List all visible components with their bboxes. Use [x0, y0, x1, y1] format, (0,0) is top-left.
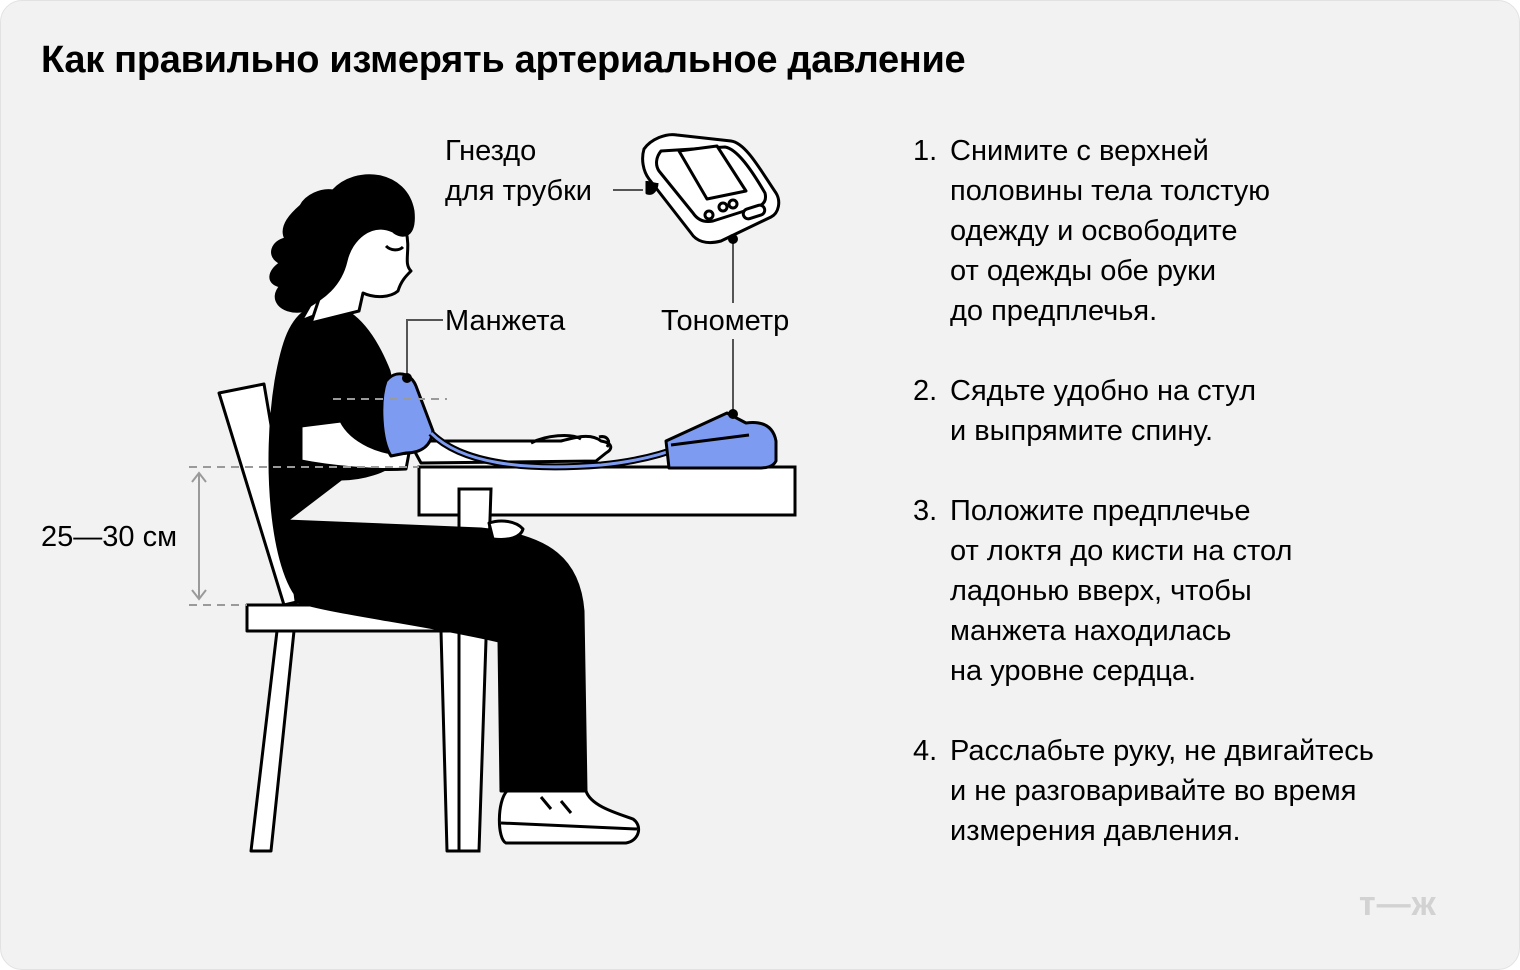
socket-label: Гнездо для трубки [445, 135, 593, 207]
tonometer-device [641, 133, 781, 245]
annotation-lines [406, 189, 734, 413]
tonometer-label: Тонометр [661, 305, 790, 337]
table [417, 465, 797, 853]
annotation-dots [402, 234, 738, 419]
legs [284, 519, 588, 793]
step-number: 4. [913, 735, 938, 767]
step-text: Расслабьте руку, не двигайтесь и не разг… [950, 735, 1374, 847]
step-number: 2. [913, 375, 938, 407]
height-guide [189, 398, 447, 606]
cuff-leader [406, 319, 443, 378]
upper-arm [299, 419, 411, 472]
cuff-label: Манжета [445, 305, 566, 337]
instruction-step: 1. Снимите с верхней половины тела толст… [913, 131, 1473, 331]
step-number: 3. [913, 495, 938, 527]
step-text: Снимите с верхней половины тела толстую … [950, 135, 1271, 327]
head [269, 174, 415, 325]
instruction-step: 4. Расслабьте руку, не двигайтесь и не р… [913, 731, 1473, 851]
step-text: Сядьте удобно на стул и выпрямите спину. [950, 375, 1257, 447]
monitor-on-table [664, 411, 778, 470]
forearm [407, 434, 613, 465]
step-text: Положите предплечье от локтя до кисти на… [950, 495, 1293, 687]
page-title: Как правильно измерять артериальное давл… [41, 39, 966, 81]
brand-logo: т—ж [1359, 885, 1437, 923]
instruction-list: 1. Снимите с верхней половины тела толст… [913, 131, 1473, 891]
instruction-step: 2. Сядьте удобно на стул и выпрямите спи… [913, 371, 1473, 451]
lap-hand [487, 519, 525, 541]
height-label: 25—30 см [41, 521, 178, 553]
chair-front-leg [249, 629, 296, 853]
instruction-step: 3. Положите предплечье от локтя до кисти… [913, 491, 1473, 691]
step-number: 1. [913, 135, 938, 167]
shoe [497, 789, 641, 845]
